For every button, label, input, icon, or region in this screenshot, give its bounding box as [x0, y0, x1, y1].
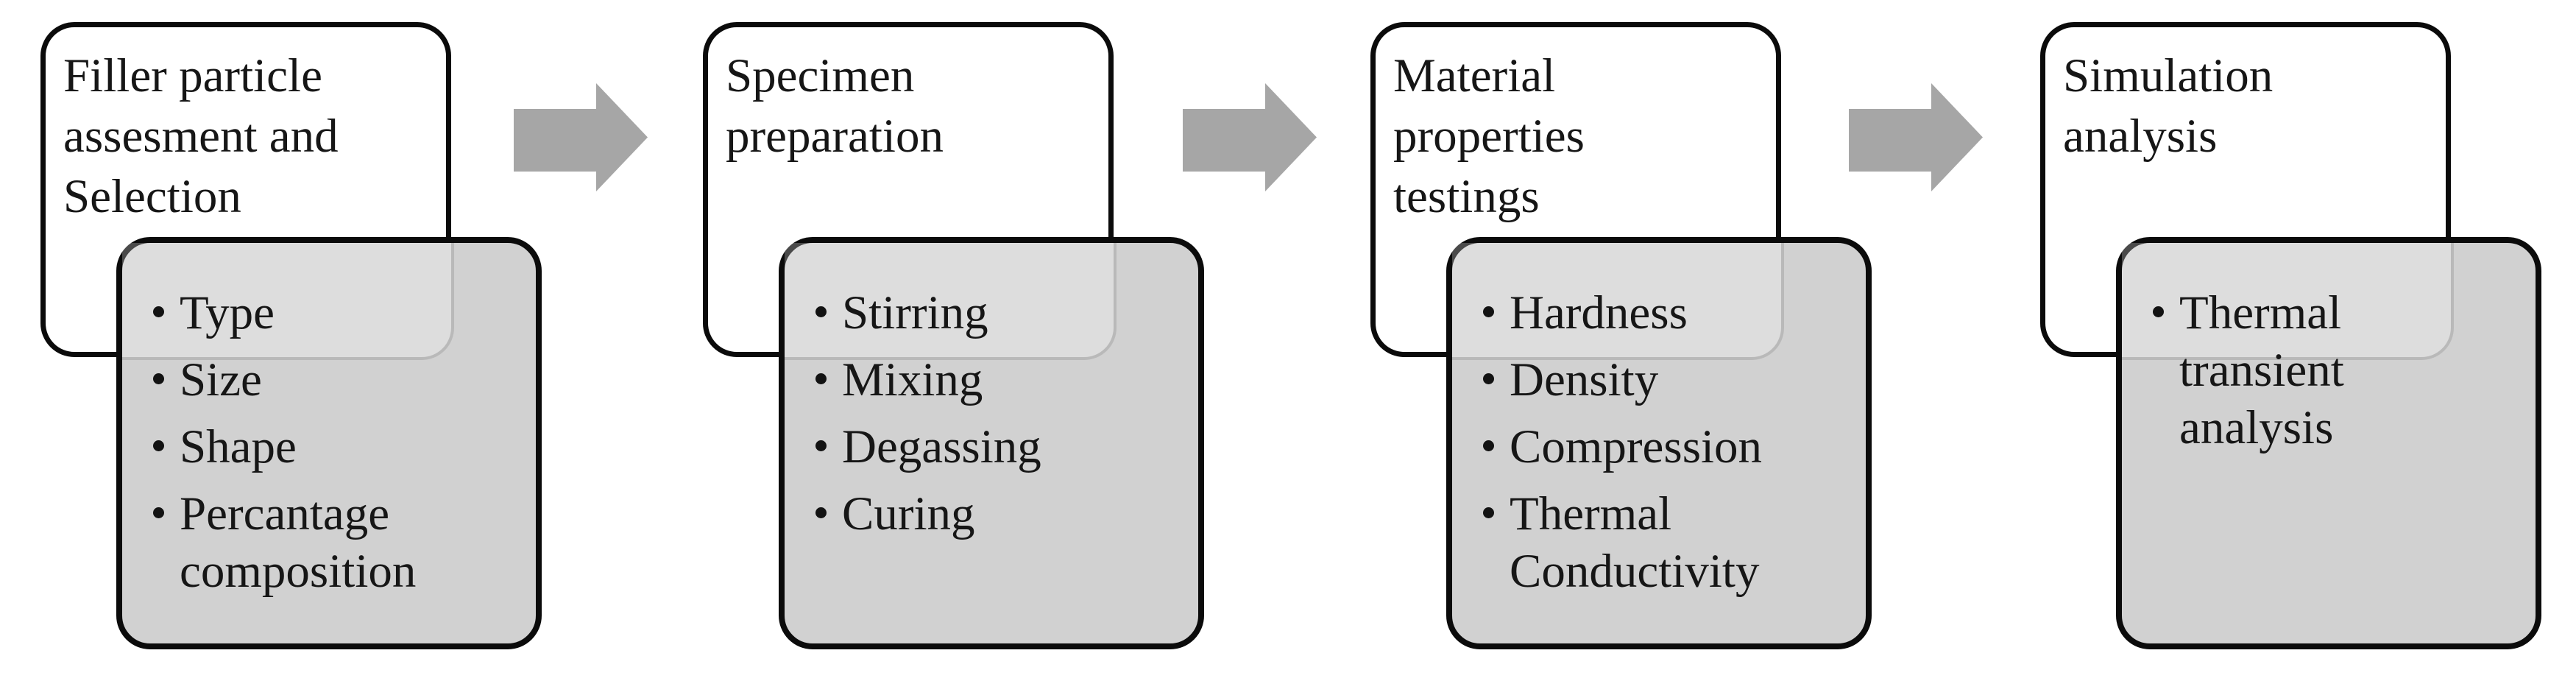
stage-specimen-preparation: Specimen preparation Stirring Mixing Deg…: [703, 0, 1211, 681]
list-item: Thermal transient analysis: [2153, 284, 2525, 456]
bullet-label: Shape: [180, 420, 297, 473]
bullet-label: Curing: [842, 487, 975, 540]
bullet-dot-icon: [815, 306, 827, 317]
stage-title: Filler particle assesment and Selection: [63, 49, 339, 223]
stage-detail-box: Stirring Mixing Degassing Curing: [779, 237, 1204, 649]
bullet-label: Hardness: [1510, 286, 1688, 339]
stage-detail-box: Thermal transient analysis: [2116, 237, 2541, 649]
flow-arrow-right-icon: [1849, 83, 1983, 191]
stage-title: Simulation analysis: [2063, 49, 2274, 163]
bullet-label: Compression: [1510, 420, 1763, 473]
bullet-dot-icon: [815, 507, 827, 518]
list-item: Curing: [815, 485, 1188, 543]
list-item: Compression: [1483, 418, 1855, 476]
bullet-label: Percantage composition: [180, 487, 417, 598]
list-item: Thermal Conductivity: [1483, 485, 1855, 600]
list-item: Degassing: [815, 418, 1188, 476]
bullet-dot-icon: [1483, 373, 1494, 384]
bullet-label: Size: [180, 353, 262, 406]
bullet-dot-icon: [815, 373, 827, 384]
bullet-dot-icon: [1483, 440, 1494, 451]
list-item: Shape: [153, 418, 526, 476]
bullet-list: Stirring Mixing Degassing Curing: [785, 243, 1198, 543]
list-item: Size: [153, 351, 526, 409]
flow-arrow-right-icon: [1183, 83, 1317, 191]
bullet-label: Thermal Conductivity: [1510, 487, 1760, 598]
list-item: Stirring: [815, 284, 1188, 342]
bullet-dot-icon: [1483, 306, 1494, 317]
bullet-list: Thermal transient analysis: [2122, 243, 2536, 456]
list-item: Density: [1483, 351, 1855, 409]
bullet-label: Degassing: [842, 420, 1041, 473]
list-item: Type: [153, 284, 526, 342]
stage-title: Material properties testings: [1393, 49, 1585, 223]
stage-filler-particle: Filler particle assesment and Selection …: [40, 0, 548, 681]
flow-arrow-right-icon: [514, 83, 648, 191]
list-item: Percantage composition: [153, 485, 526, 600]
bullet-dot-icon: [153, 507, 164, 518]
list-item: Hardness: [1483, 284, 1855, 342]
bullet-list: Type Size Shape Percantage composition: [122, 243, 536, 600]
bullet-dot-icon: [153, 440, 164, 451]
stage-title-box: Filler particle assesment and Selection: [40, 22, 451, 357]
bullet-dot-icon: [815, 440, 827, 451]
bullet-label: Density: [1510, 353, 1659, 406]
bullet-label: Stirring: [842, 286, 988, 339]
stage-detail-box: Type Size Shape Percantage composition: [116, 237, 542, 649]
list-item: Mixing: [815, 351, 1188, 409]
stage-detail-box: Hardness Density Compression Thermal Con…: [1446, 237, 1872, 649]
bullet-label: Mixing: [842, 353, 983, 406]
bullet-label: Type: [180, 286, 275, 339]
bullet-dot-icon: [153, 306, 164, 317]
stage-material-properties: Material properties testings Hardness De…: [1370, 0, 1878, 681]
stage-title: Specimen preparation: [726, 49, 944, 163]
bullet-list: Hardness Density Compression Thermal Con…: [1452, 243, 1866, 600]
stage-simulation-analysis: Simulation analysis Thermal transient an…: [2040, 0, 2548, 681]
bullet-dot-icon: [153, 373, 164, 384]
bullet-label: Thermal transient analysis: [2179, 286, 2344, 454]
bullet-dot-icon: [1483, 507, 1494, 518]
bullet-dot-icon: [2153, 306, 2164, 317]
